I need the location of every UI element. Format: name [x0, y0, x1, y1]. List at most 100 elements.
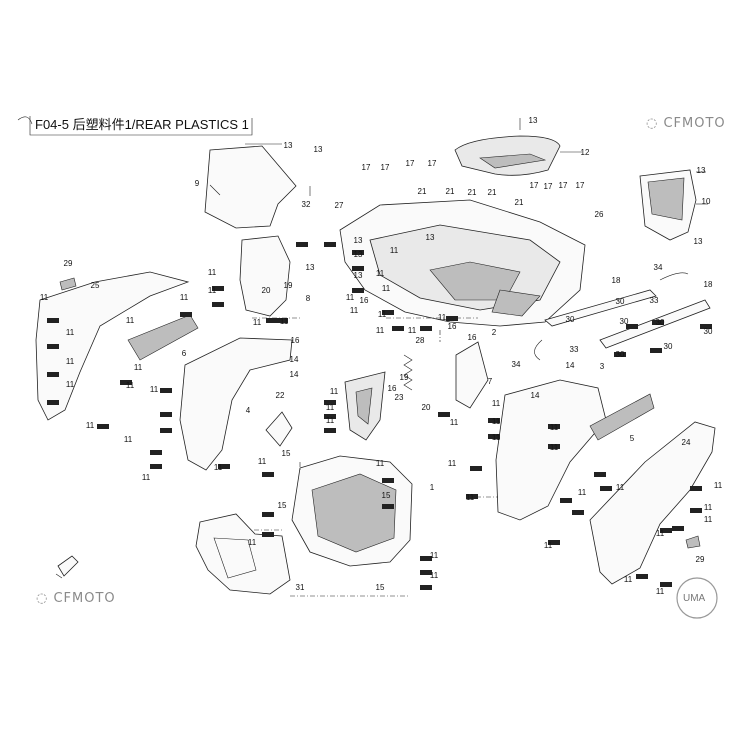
- fastener-chip: [150, 464, 162, 469]
- fastener-chip: [160, 412, 172, 417]
- fastener-chip: [382, 478, 394, 483]
- callout-label: 11: [466, 493, 475, 502]
- callout-label: 22: [276, 391, 285, 400]
- callout-label: 13: [697, 166, 706, 175]
- callout-label: 11: [66, 357, 75, 366]
- callout-label: 13: [306, 263, 315, 272]
- callout-label: 11: [248, 538, 257, 547]
- part-5-right-trim: [589, 393, 655, 441]
- callout-label: 11: [66, 380, 75, 389]
- callout-label: 20: [262, 286, 271, 295]
- callout-label: 21: [488, 188, 497, 197]
- fastener-chip: [420, 556, 432, 561]
- fastener-chip: [324, 428, 336, 433]
- callout-label: 20: [422, 403, 431, 412]
- callout-label: 11: [350, 306, 359, 315]
- callout-label: 30: [664, 342, 673, 351]
- callout-label: 16: [468, 333, 477, 342]
- callout-label: 21: [468, 188, 477, 197]
- fastener-chip: [120, 380, 132, 385]
- callout-label: 13: [314, 145, 323, 154]
- fastener-chip: [262, 532, 274, 537]
- callout-label: 19: [284, 281, 293, 290]
- fastener-chip: [262, 512, 274, 517]
- callout-label: 17: [559, 181, 568, 190]
- page-title: F04-5 后塑料件1/REAR PLASTICS 1: [35, 117, 249, 132]
- part-29-clip: [59, 277, 701, 549]
- fastener-chip: [420, 585, 432, 590]
- callout-label: 29: [696, 555, 705, 564]
- fastener-chip: [276, 318, 288, 323]
- fastener-chip: [488, 434, 500, 439]
- callout-label: 29: [64, 259, 73, 268]
- callout-label: 21: [515, 198, 524, 207]
- callout-label: 11: [134, 363, 143, 372]
- callout-label: 9: [195, 179, 200, 188]
- fastener-chip: [180, 312, 192, 317]
- callout-label: 26: [595, 210, 604, 219]
- callout-label: 14: [290, 370, 299, 379]
- callout-label: 11: [492, 417, 501, 426]
- fastener-chip: [47, 344, 59, 349]
- callout-label: 11: [450, 418, 459, 427]
- callout-label: 8: [306, 294, 311, 303]
- fastener-chip: [262, 472, 274, 477]
- fastener-chip: [47, 400, 59, 405]
- callout-label: 15: [278, 501, 287, 510]
- fastener-chip: [650, 348, 662, 353]
- fastener-chip: [560, 498, 572, 503]
- fastener-chip: [548, 444, 560, 449]
- callout-label: 11: [124, 435, 133, 444]
- callout-label: 19: [400, 373, 409, 382]
- callout-label: 11: [126, 316, 135, 325]
- callout-label: 11: [616, 483, 625, 492]
- callout-label: 15: [282, 449, 291, 458]
- part-3-right-panel: [495, 379, 607, 521]
- callout-label: 11: [376, 326, 385, 335]
- callout-label: 11: [208, 268, 217, 277]
- fastener-chip: [548, 540, 560, 545]
- callout-label: 11: [86, 421, 95, 430]
- callout-label: 4: [246, 406, 251, 415]
- fastener-chip: [212, 302, 224, 307]
- fastener-chip: [690, 508, 702, 513]
- callout-label: 11: [390, 246, 399, 255]
- cfmoto-logo-text: CFMOTO: [53, 591, 116, 606]
- callout-label: 11: [280, 317, 289, 326]
- front-arrow-icon: [55, 555, 79, 579]
- fastener-chip: [420, 570, 432, 575]
- callout-label: 17: [381, 163, 390, 172]
- callout-label: 11: [40, 293, 49, 302]
- callout-label: 11: [378, 310, 387, 319]
- callout-label: 11: [492, 399, 501, 408]
- leader-lines: [209, 118, 708, 205]
- part-6-side-trim: [127, 314, 199, 361]
- callout-label: 11: [656, 587, 665, 596]
- fastener-chip: [488, 418, 500, 423]
- part-2-rear-body: [339, 199, 586, 327]
- part-22-small-cover: [265, 411, 293, 447]
- callout-label: 15: [382, 491, 391, 500]
- callout-label: 30: [616, 297, 625, 306]
- callout-label: 14: [566, 361, 575, 370]
- callout-label: 11: [376, 459, 385, 468]
- callout-label: 17: [530, 181, 539, 190]
- callout-label: 11: [408, 326, 417, 335]
- cfmoto-logo-top: ◌ CFMOTO: [646, 116, 726, 131]
- callout-label: 11: [258, 457, 267, 466]
- callout-label: 17: [576, 181, 585, 190]
- fastener-chip: [392, 326, 404, 331]
- part-12-seat: [454, 135, 561, 176]
- fastener-chip: [324, 400, 336, 405]
- callout-label: 11: [180, 293, 189, 302]
- callout-label: 11: [704, 515, 713, 524]
- callout-label: 11: [326, 403, 335, 412]
- callout-label: 33: [570, 345, 579, 354]
- callout-label: 7: [488, 377, 493, 386]
- callout-label: 11: [208, 286, 217, 295]
- callout-label: 21: [418, 187, 427, 196]
- hardware-fasteners: [47, 242, 712, 590]
- callout-label: 17: [406, 159, 415, 168]
- callout-label: 11: [66, 328, 75, 337]
